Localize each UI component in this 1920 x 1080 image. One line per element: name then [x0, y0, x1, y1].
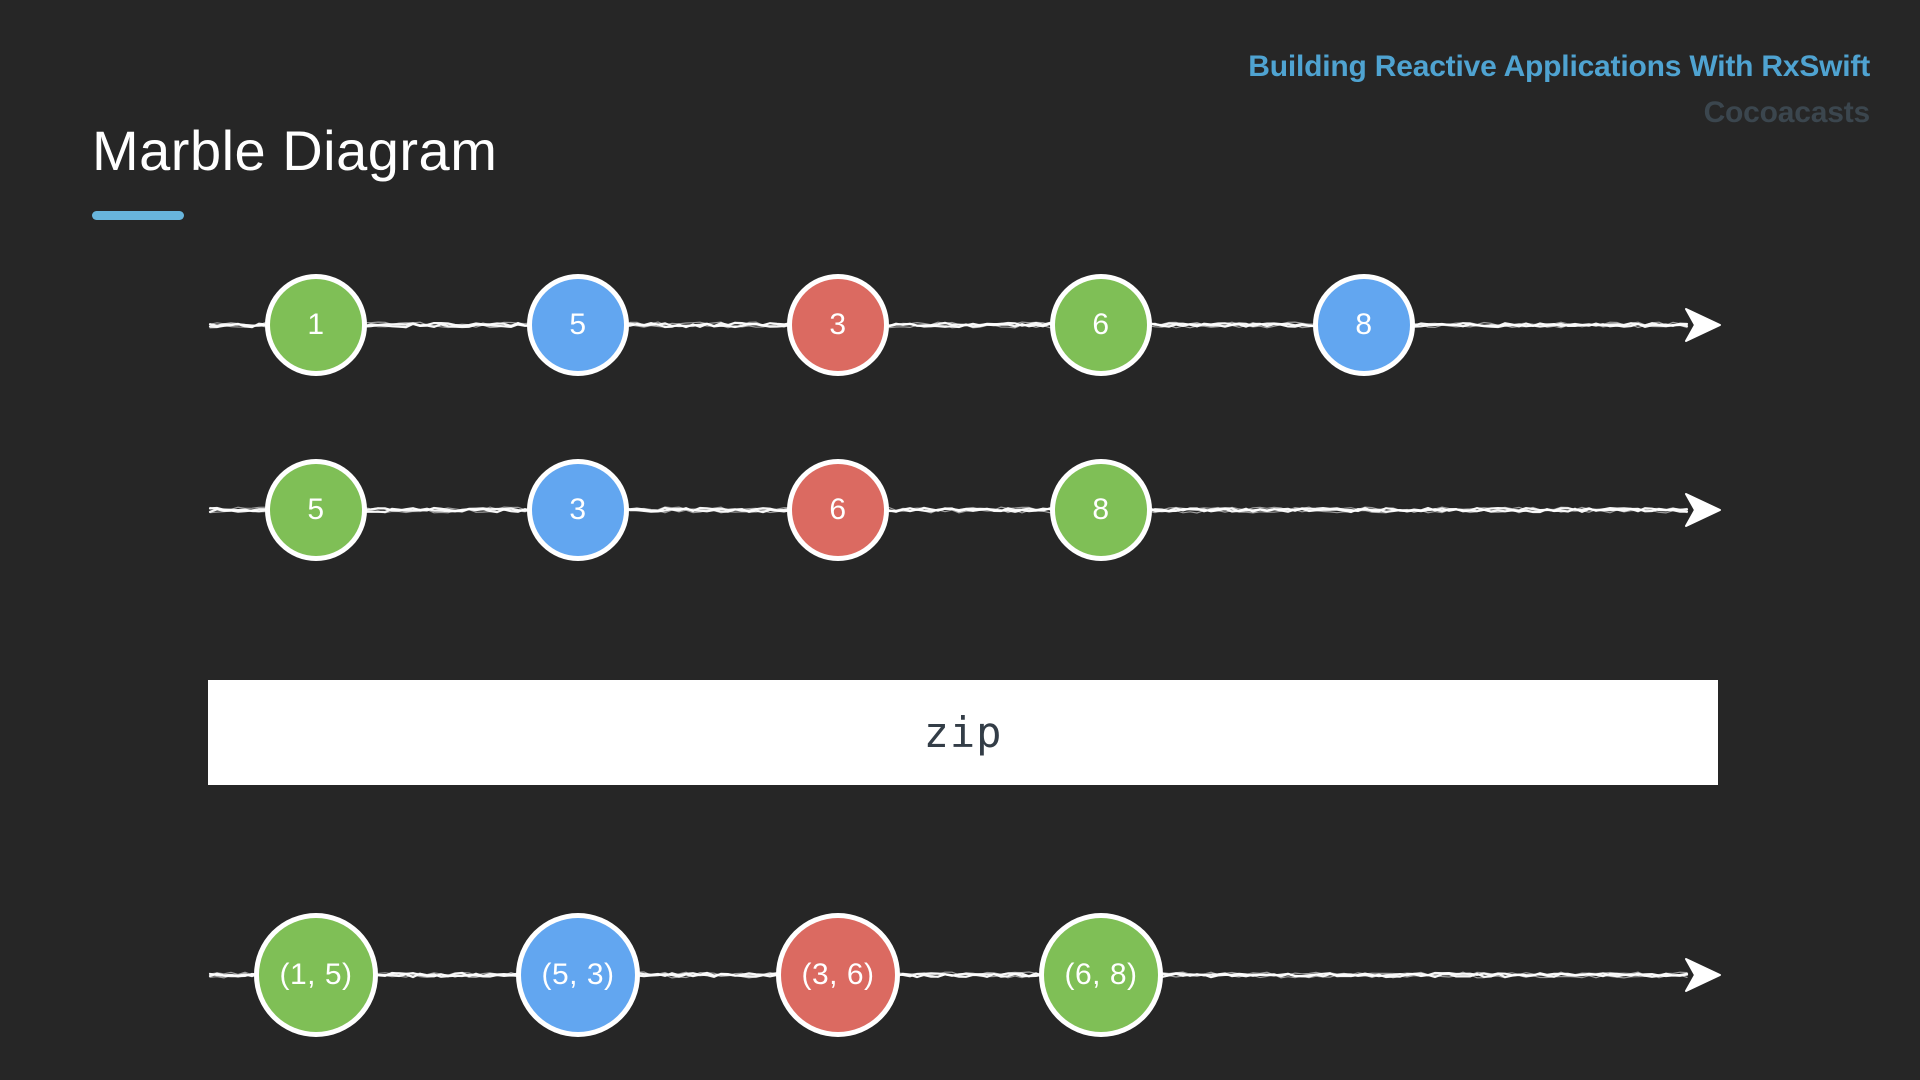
marble-label: (3, 6) [801, 958, 875, 991]
marble-label: (6, 8) [1064, 958, 1138, 991]
marble-label: 5 [569, 308, 587, 341]
marble-label: 8 [1355, 308, 1373, 341]
page-title: Marble Diagram [92, 119, 498, 182]
brand-name: Cocoacasts [1703, 96, 1871, 129]
marble-label: 6 [829, 493, 847, 526]
timeline-result-observable: (1, 5) (5, 3) (3, 6) (6, 8) [0, 895, 1920, 1055]
marble: 5 [270, 464, 362, 556]
marble: 6 [1055, 279, 1147, 371]
marble: (5, 3) [521, 918, 635, 1032]
marble: (1, 5) [259, 918, 373, 1032]
marble-label: (5, 3) [541, 958, 615, 991]
course-title: Building Reactive Applications With RxSw… [1248, 50, 1870, 83]
marble-label: 5 [307, 493, 325, 526]
marble: 6 [792, 464, 884, 556]
marble: 8 [1318, 279, 1410, 371]
title-accent-rule [92, 211, 184, 220]
marble: 5 [532, 279, 624, 371]
marble-label: (1, 5) [279, 958, 353, 991]
operator-box: zip [208, 680, 1718, 785]
timeline-source-observable-2: 5 3 6 8 [0, 430, 1920, 590]
marble-label: 3 [569, 493, 587, 526]
marble: (6, 8) [1044, 918, 1158, 1032]
marble: 3 [532, 464, 624, 556]
marble: 1 [270, 279, 362, 371]
marble: 8 [1055, 464, 1147, 556]
timeline-source-observable-1: 1 5 3 6 8 [0, 245, 1920, 405]
marble-label: 6 [1092, 308, 1110, 341]
marble: 3 [792, 279, 884, 371]
marble-label: 1 [307, 308, 325, 341]
header: Building Reactive Applications With RxSw… [1248, 52, 1870, 128]
marble: (3, 6) [781, 918, 895, 1032]
marble-label: 3 [829, 308, 847, 341]
marble-label: 8 [1092, 493, 1110, 526]
operator-label: zip [923, 708, 1003, 757]
